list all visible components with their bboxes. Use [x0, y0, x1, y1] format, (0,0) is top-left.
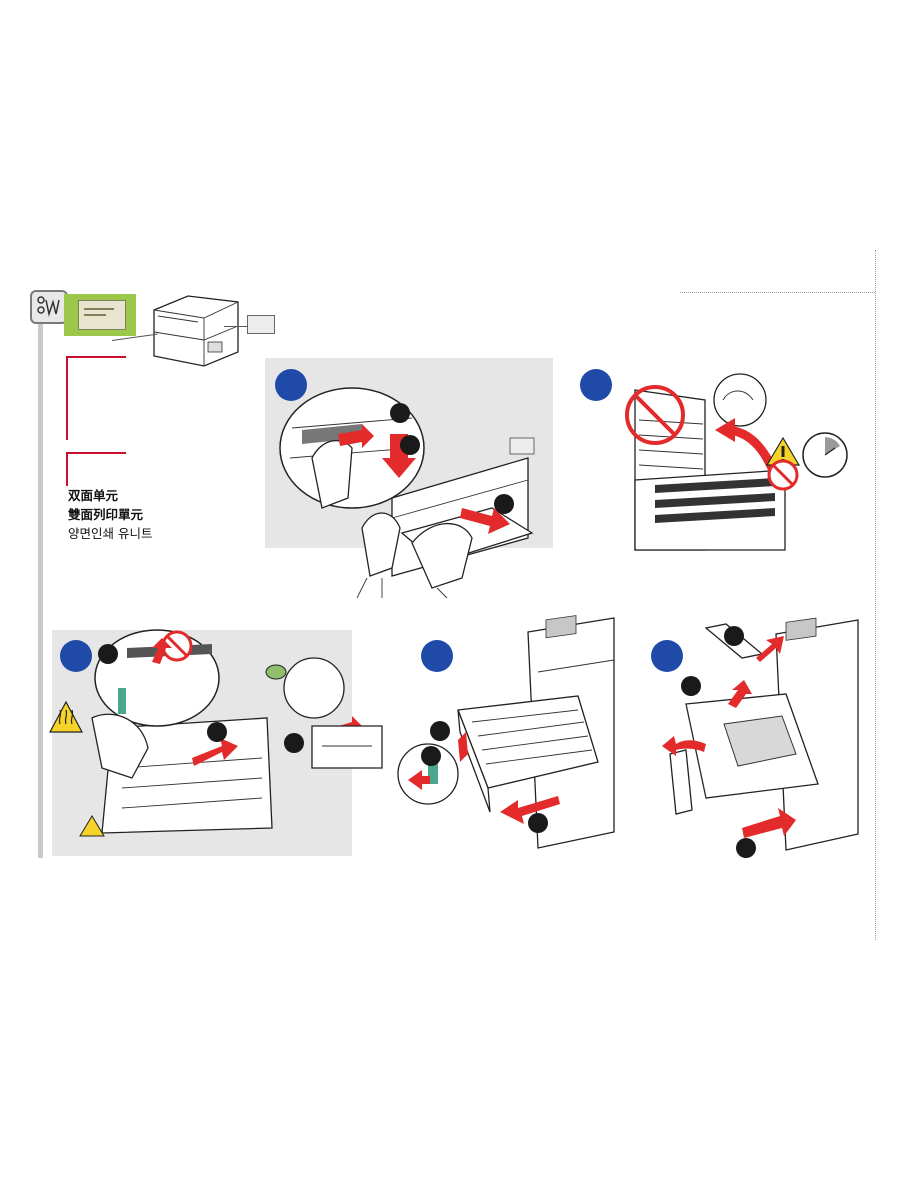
step-3b-marker	[207, 722, 227, 742]
step-3a-marker	[98, 644, 118, 664]
red-rule-upper	[66, 356, 68, 440]
step-2-badge	[580, 369, 612, 401]
step-1a-marker	[390, 403, 410, 423]
step-4a-marker	[430, 721, 450, 741]
caption-block: 双面单元 雙面列印單元 양면인쇄 유니트	[68, 486, 152, 543]
panel-1-illustration	[262, 358, 562, 598]
caption-ko: 양면인쇄 유니트	[68, 524, 152, 543]
red-rule-upper-tick	[66, 356, 126, 358]
printer-display-thumbnail	[64, 294, 136, 336]
location-tag-leader	[224, 326, 248, 327]
header-dotted-rule	[680, 292, 875, 293]
red-rule-lower	[66, 452, 68, 486]
panel-5-illustration	[646, 614, 866, 854]
printer-thumbnail	[148, 292, 248, 372]
step-4b-marker	[421, 746, 441, 766]
jam-clear-icon	[30, 290, 68, 324]
step-5c-marker	[736, 838, 756, 858]
step-1c-marker	[494, 494, 514, 514]
red-rule-lower-tick	[66, 452, 126, 454]
caption-zh-tw: 雙面列印單元	[68, 505, 152, 524]
step-4c-marker	[528, 813, 548, 833]
caption-zh-cn: 双面单元	[68, 486, 152, 505]
page-edge-dotted-border	[875, 250, 876, 940]
panel-2-illustration	[615, 360, 875, 550]
step-1b-marker	[400, 435, 420, 455]
step-5a-marker	[724, 626, 744, 646]
panel-4-illustration	[388, 612, 618, 852]
step-5b-marker	[681, 676, 701, 696]
location-tag-box	[247, 315, 275, 334]
step-3c-marker	[284, 733, 304, 753]
left-section-bar	[38, 318, 43, 858]
